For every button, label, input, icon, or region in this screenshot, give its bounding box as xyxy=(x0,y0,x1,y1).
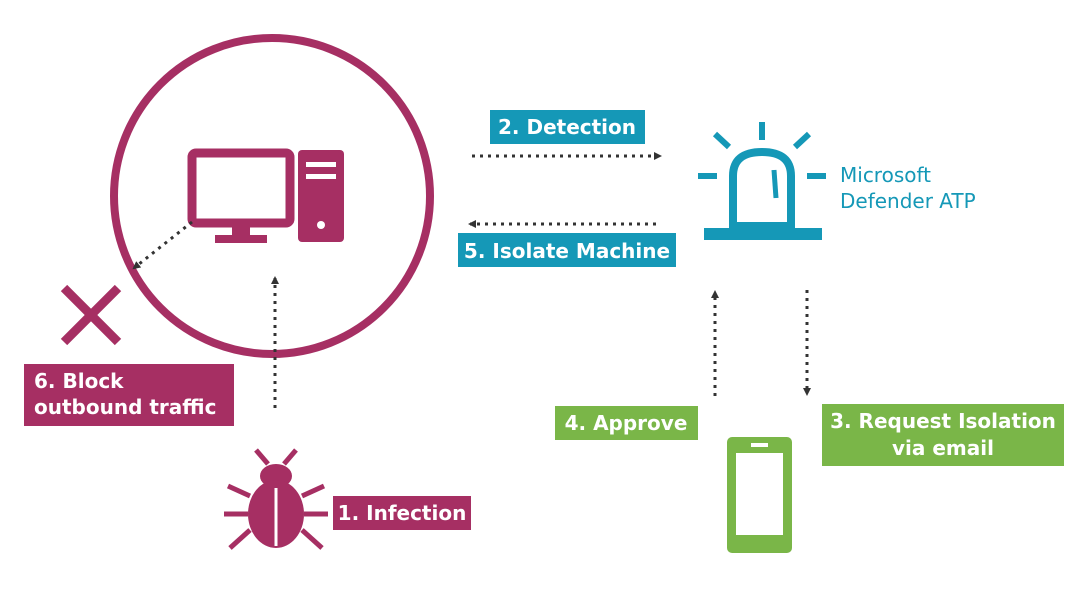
svg-text:1. Infection: 1. Infection xyxy=(338,501,467,525)
bug-icon xyxy=(224,448,328,550)
svg-text:4. Approve: 4. Approve xyxy=(565,411,688,435)
label-infection: 1. Infection xyxy=(333,496,471,530)
x-mark-icon xyxy=(60,284,122,346)
defender-title-line1: Microsoft xyxy=(840,163,931,187)
svg-text:3. Request Isolation: 3. Request Isolation xyxy=(830,409,1056,433)
smartphone-icon xyxy=(727,437,792,553)
desktop-computer-icon xyxy=(187,148,344,243)
machine-circle xyxy=(110,34,434,358)
arrow-block-outbound xyxy=(132,220,193,270)
defender-title-line2: Defender ATP xyxy=(840,189,976,213)
label-approve: 4. Approve xyxy=(555,406,698,440)
label-isolate-machine: 5. Isolate Machine xyxy=(458,233,676,267)
svg-text:via email: via email xyxy=(892,436,994,460)
svg-text:outbound traffic: outbound traffic xyxy=(34,395,216,419)
svg-text:5. Isolate Machine: 5. Isolate Machine xyxy=(464,239,670,263)
label-detection: 2. Detection xyxy=(490,110,645,144)
label-block-outbound: 6. Block outbound traffic xyxy=(24,364,234,426)
label-request-isolation: 3. Request Isolation via email xyxy=(822,404,1064,466)
siren-icon xyxy=(698,122,826,240)
svg-text:6. Block: 6. Block xyxy=(34,369,124,393)
svg-text:2. Detection: 2. Detection xyxy=(498,115,636,139)
